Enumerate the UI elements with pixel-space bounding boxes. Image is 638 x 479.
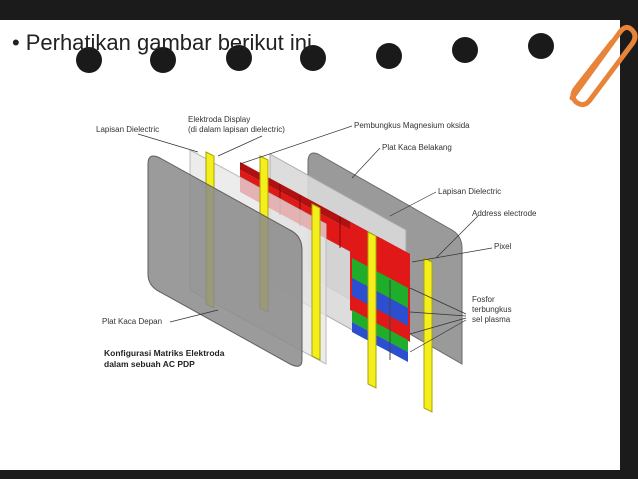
bullet-point: • [12, 30, 20, 55]
label-pembungkus: Pembungkus Magnesium oksida [354, 121, 470, 130]
label-elektroda-display: Elektroda Display [188, 115, 250, 124]
binder-hole-7 [528, 33, 554, 59]
binder-hole-3 [226, 45, 252, 71]
label-fosfor: Fosfor [472, 295, 495, 304]
front-glass-plate [147, 155, 303, 367]
address-electrode-1 [423, 257, 433, 413]
label-fosfor-line3: sel plasma [472, 315, 511, 324]
binder-hole-1 [76, 47, 102, 73]
label-elektroda-display-sub: (di dalam lapisan dielectric) [188, 125, 285, 134]
address-electrode-2 [367, 231, 377, 389]
leader-lines [137, 125, 493, 353]
label-lapisan-dielectric-right: Lapisan Dielectric [438, 187, 501, 196]
diagram-caption-line1: Konfigurasi Matriks Elektroda [104, 348, 225, 358]
display-electrode-3 [311, 203, 321, 361]
title-text: Perhatikan gambar berikut ini [25, 30, 312, 55]
label-plat-kaca-belakang: Plat Kaca Belakang [382, 143, 452, 152]
diagram-caption-line2: dalam sebuah AC PDP [104, 359, 195, 369]
binder-hole-2 [150, 47, 176, 73]
label-fosfor-line2: terbungkus [472, 305, 512, 314]
paperclip-icon [569, 24, 638, 108]
pdp-electrode-diagram: Lapisan Dielectric Elektroda Display (di… [96, 115, 537, 413]
binder-hole-4 [300, 45, 326, 71]
label-plat-kaca-depan: Plat Kaca Depan [102, 317, 162, 326]
label-lapisan-dielectric-left: Lapisan Dielectric [96, 125, 159, 134]
slide-title: •Perhatikan gambar berikut ini [12, 30, 312, 56]
label-pixel: Pixel [494, 242, 512, 251]
binder-hole-6 [452, 37, 478, 63]
binder-hole-5 [376, 43, 402, 69]
label-address-electrode: Address electrode [472, 209, 537, 218]
